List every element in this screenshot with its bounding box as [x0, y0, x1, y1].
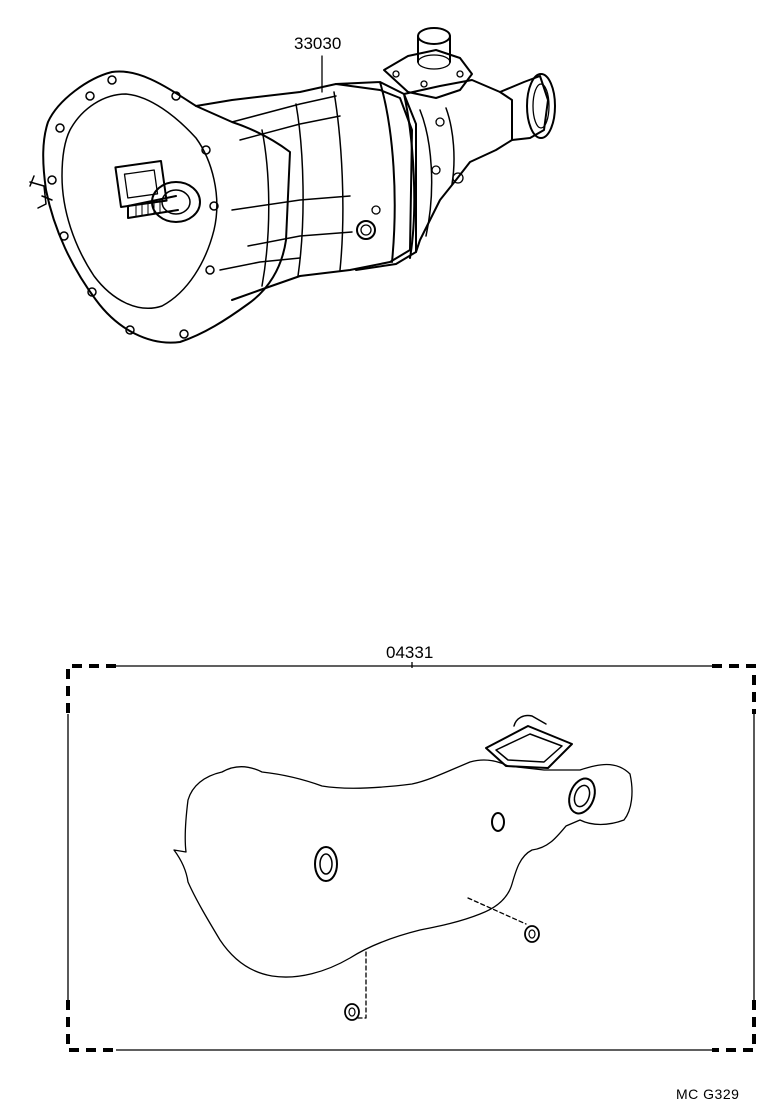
- o-ring: [491, 812, 505, 832]
- intermediate-plate: [335, 81, 417, 271]
- bell-bolt-bosses: [47, 75, 219, 339]
- rear-oil-seal: [568, 777, 596, 815]
- bell-housing: [42, 70, 291, 344]
- phantom-case-outline: [173, 759, 633, 978]
- front-oil-seal: [314, 846, 338, 882]
- plug-gasket-bottom: [344, 1003, 360, 1021]
- shift-cover-gasket: [485, 725, 573, 769]
- release-fork-window: [114, 159, 168, 209]
- gasket-kit-drawing: [173, 714, 633, 1021]
- part-number-transmission: 33030: [294, 34, 342, 53]
- figure-reference: MC G329: [676, 1086, 740, 1102]
- release-lever: [29, 175, 53, 209]
- plug-gasket-right: [524, 925, 540, 943]
- extension-housing: [403, 79, 513, 253]
- bell-housing-inner: [61, 93, 218, 310]
- part-number-gasket-kit: 04331: [386, 643, 434, 662]
- main-case: [195, 83, 413, 301]
- transmission-assembly-drawing: [29, 27, 556, 344]
- input-shaft: [127, 195, 179, 219]
- gasket-kit-frame: [66, 662, 756, 1052]
- output-yoke: [499, 75, 549, 141]
